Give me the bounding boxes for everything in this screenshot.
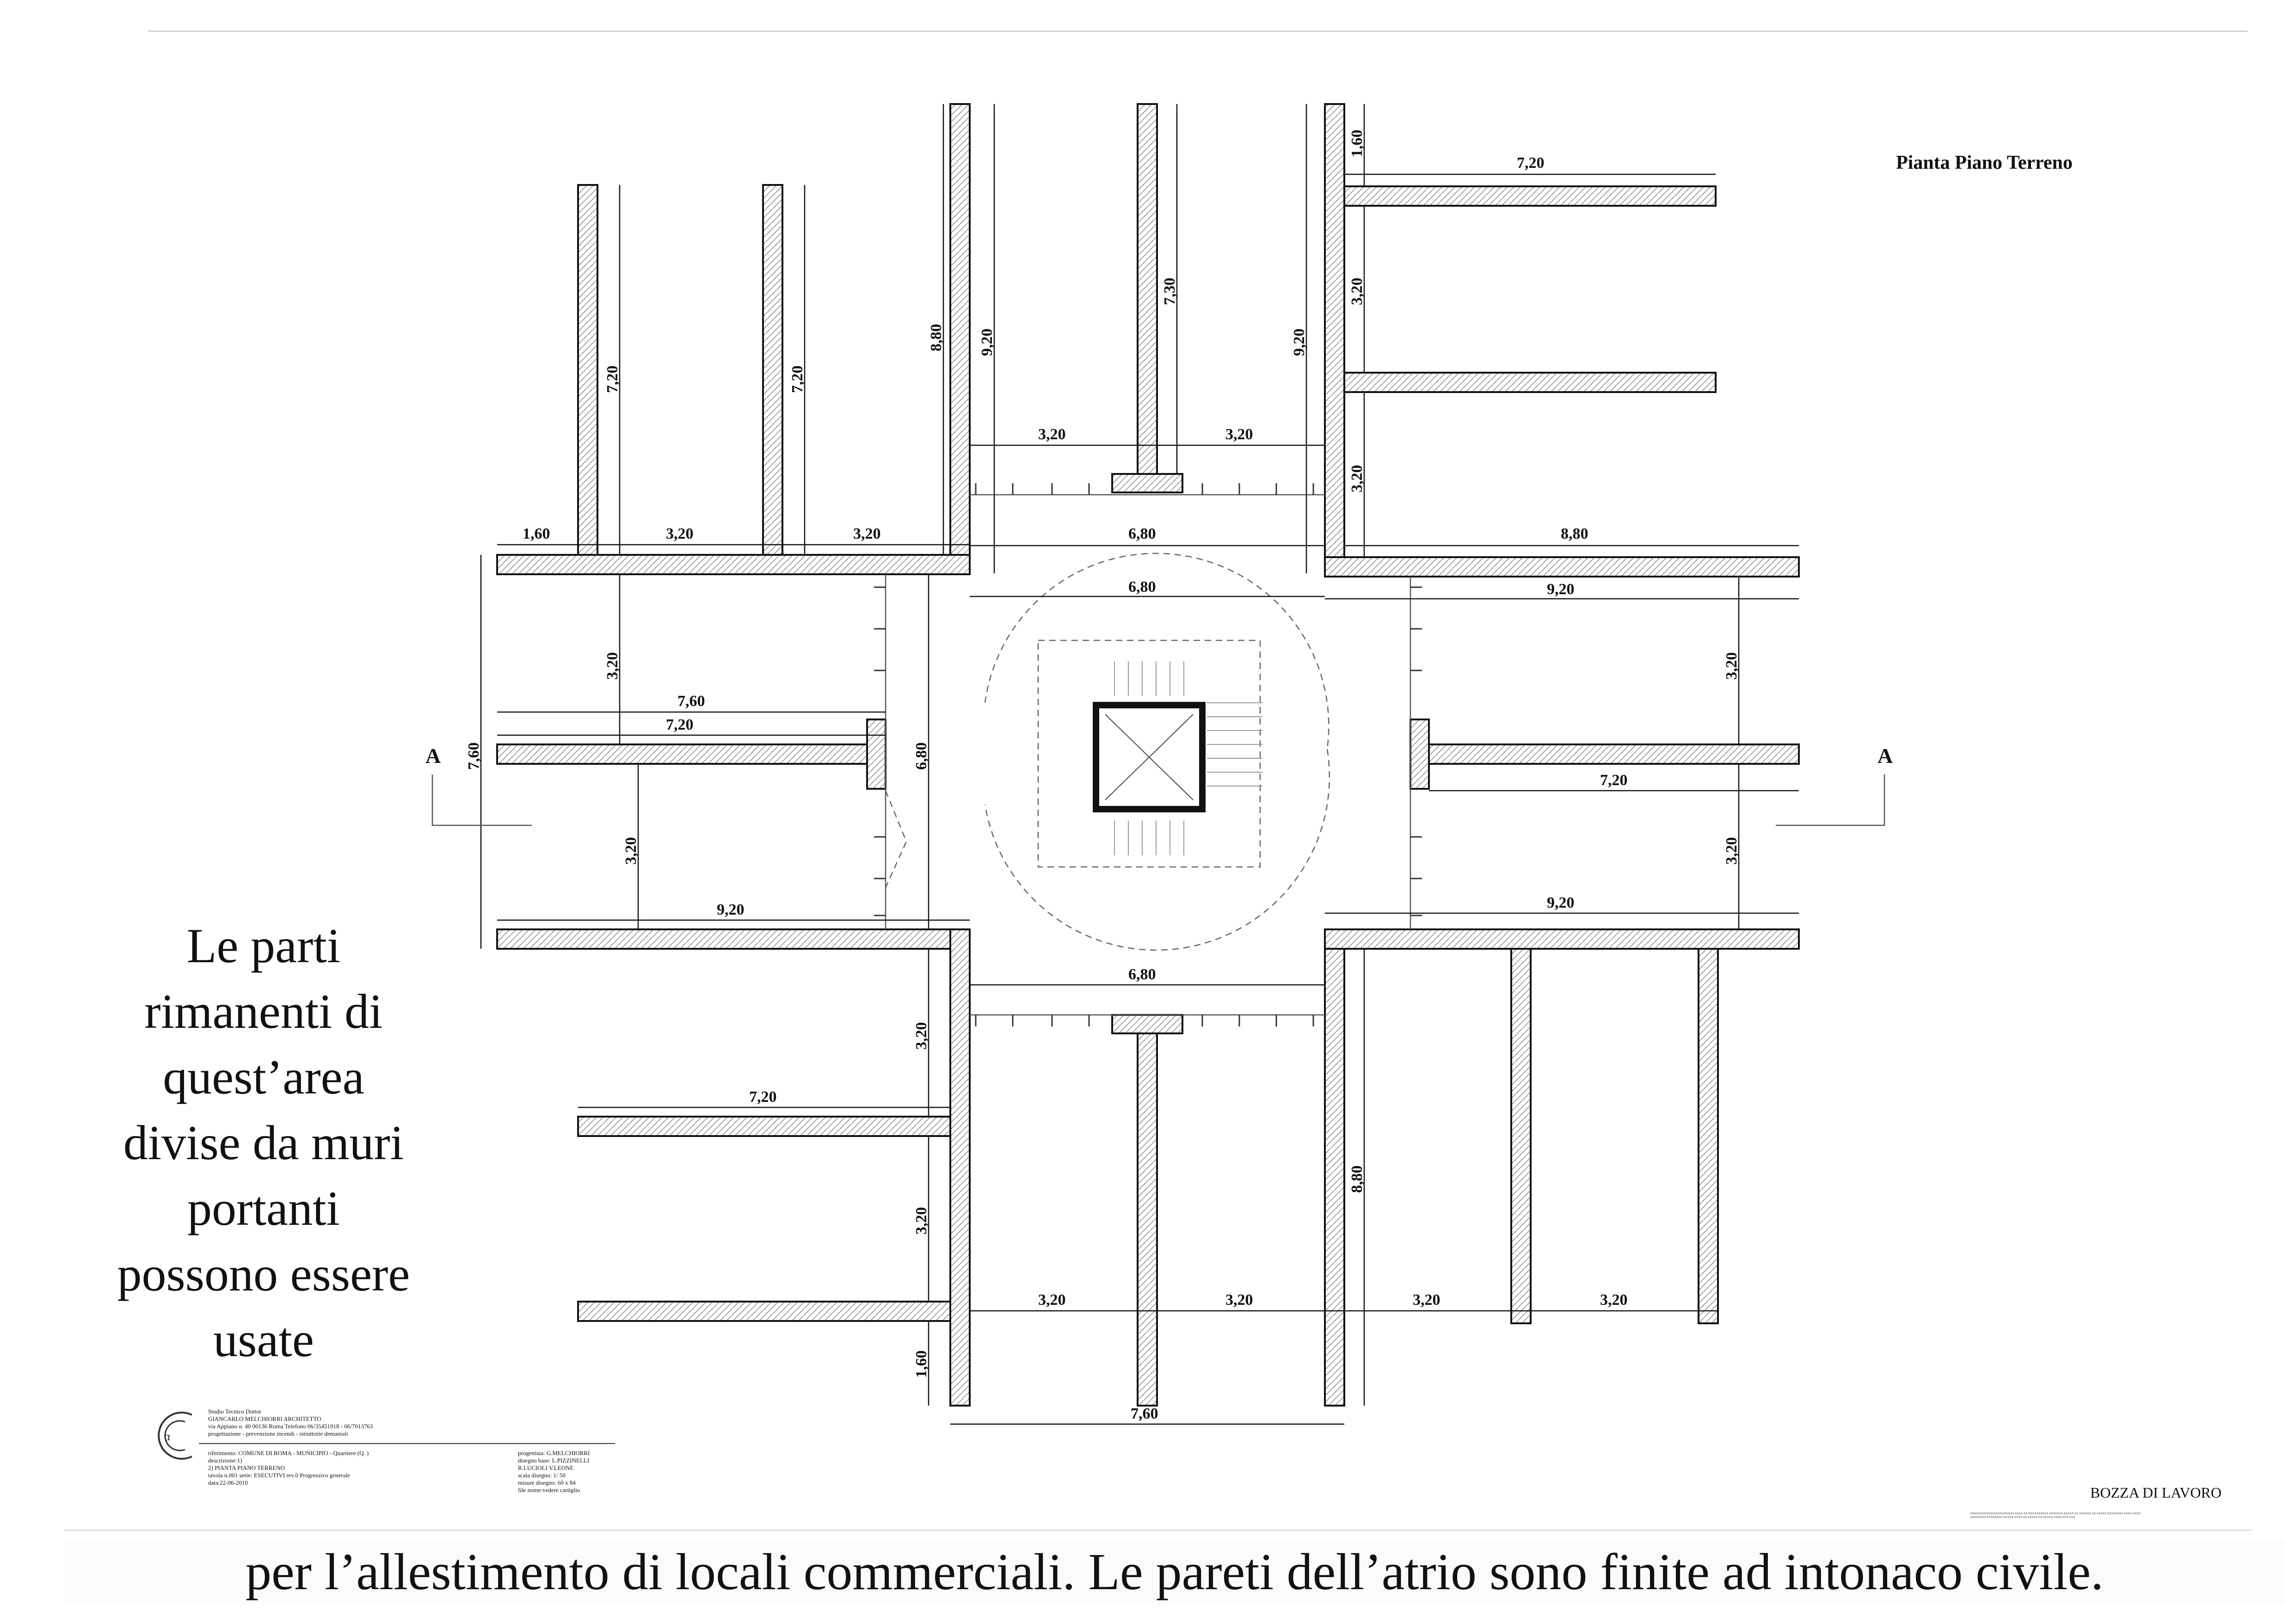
dim-label: 6,80 xyxy=(913,743,930,770)
dim-label: 9,20 xyxy=(717,901,745,918)
dim-label: 3,20 xyxy=(1348,278,1366,306)
dim-label: 3,20 xyxy=(913,1022,930,1050)
dim-label: 7,60 xyxy=(677,693,705,710)
dim-label: 7,20 xyxy=(789,366,806,393)
wall xyxy=(1324,948,1345,1407)
wall xyxy=(577,1116,951,1137)
wall xyxy=(577,184,598,560)
title-block: ɑ Studio Tecnico Dottor GIANCARLO MELCHI… xyxy=(148,1408,620,1524)
dimension-labels: 1,60 3,20 3,20 7,20 7,20 8,80 9,20 7,30 … xyxy=(465,130,1740,1423)
dim-label: 3,20 xyxy=(1413,1291,1440,1309)
top-rule xyxy=(148,31,2247,32)
stair-core xyxy=(984,553,1330,951)
wall xyxy=(1510,948,1532,1324)
dim-label: 6,80 xyxy=(1128,578,1156,596)
dim-label: 8,80 xyxy=(928,324,945,352)
dim-label: 6,80 xyxy=(1128,525,1156,542)
dim-label: 3,20 xyxy=(1600,1291,1628,1309)
wall xyxy=(1324,928,1800,950)
section-mark-right: A xyxy=(1877,744,1893,768)
dim-label: 3,20 xyxy=(1723,652,1740,680)
dim-label: 1,60 xyxy=(913,1351,930,1378)
fine-print: XXXXXXXXXXXXXXXXXXXXXX XXXX XX XXXXXXXXX… xyxy=(1970,1512,2141,1519)
dim-label: 7,20 xyxy=(749,1088,777,1106)
dim-label: 3,20 xyxy=(666,525,694,542)
wall xyxy=(496,928,971,950)
studio-logo: ɑ xyxy=(158,1412,192,1460)
dim-label: 3,20 xyxy=(1723,837,1740,865)
wall xyxy=(1324,556,1800,578)
project-info: riferimento: COMUNE DI ROMA - MUNICIPIO … xyxy=(208,1450,369,1486)
dim-label: 3,20 xyxy=(1348,465,1366,493)
dim-label: 3,20 xyxy=(913,1207,930,1235)
drawing-title: Pianta Piano Terreno xyxy=(1896,152,2073,173)
dim-label: 7,60 xyxy=(1131,1405,1158,1422)
dim-label: 8,80 xyxy=(1561,525,1588,542)
dim-label: 1,60 xyxy=(523,525,550,542)
dim-label: 3,20 xyxy=(622,837,640,865)
dim-label: 6,80 xyxy=(1128,966,1156,983)
atrium-partitions xyxy=(874,483,1422,1026)
floor-plan: 1,60 3,20 3,20 7,20 7,20 8,80 9,20 7,30 … xyxy=(425,103,2073,1425)
svg-text:ɑ: ɑ xyxy=(164,1430,171,1443)
dimension-lines xyxy=(480,104,1799,1425)
wall xyxy=(1410,719,1430,790)
dim-label: 3,20 xyxy=(604,652,621,680)
wall xyxy=(1137,1032,1158,1407)
dim-label: 7,60 xyxy=(465,743,482,770)
dim-label: 7,20 xyxy=(1517,154,1545,172)
wall xyxy=(496,554,971,575)
dim-label: 3,20 xyxy=(1038,1291,1066,1309)
bottom-rule xyxy=(65,1530,2252,1531)
wall xyxy=(1111,1014,1183,1034)
wall xyxy=(496,743,886,765)
wall xyxy=(1343,185,1717,207)
wall xyxy=(949,928,971,1407)
wall xyxy=(949,103,971,574)
dim-label: 9,20 xyxy=(1547,894,1575,911)
wall xyxy=(577,1301,951,1322)
wall xyxy=(1137,103,1158,475)
walls xyxy=(496,103,1800,1407)
dim-label: 3,20 xyxy=(853,525,881,542)
wall xyxy=(1324,103,1345,574)
dim-label: 9,20 xyxy=(1291,329,1308,356)
wall xyxy=(1343,372,1717,393)
wall xyxy=(1111,473,1183,493)
wall xyxy=(866,719,886,790)
dim-label: 8,80 xyxy=(1348,1166,1366,1193)
wall xyxy=(1698,948,1719,1324)
section-marks: A A xyxy=(425,744,1893,826)
dim-label: 3,20 xyxy=(1038,426,1066,443)
studio-info: Studio Tecnico Dottor GIANCARLO MELCHIOR… xyxy=(208,1408,373,1437)
title-block-divider xyxy=(199,1443,615,1444)
designer-info: progettista: G.MELCHIORRI disegno base: … xyxy=(518,1450,590,1493)
dim-label: 9,20 xyxy=(979,329,996,356)
dim-label: 7,20 xyxy=(604,366,621,393)
dim-label: 3,20 xyxy=(1225,1291,1253,1309)
wall xyxy=(762,184,783,560)
draft-stamp: BOZZA DI LAVORO xyxy=(2090,1484,2222,1501)
dim-label: 1,60 xyxy=(1348,130,1366,158)
caption: per l’allestimento di locali commerciali… xyxy=(65,1540,2284,1604)
dim-label: 7,20 xyxy=(1600,772,1628,789)
side-note: Le parti rimanenti di quest’area divise … xyxy=(117,919,410,1367)
dim-label: 7,30 xyxy=(1161,278,1178,306)
dim-label: 7,20 xyxy=(666,716,694,733)
dim-label: 3,20 xyxy=(1225,426,1253,443)
wall xyxy=(1410,743,1800,765)
dim-label: 9,20 xyxy=(1547,581,1575,598)
section-mark-left: A xyxy=(425,744,441,768)
